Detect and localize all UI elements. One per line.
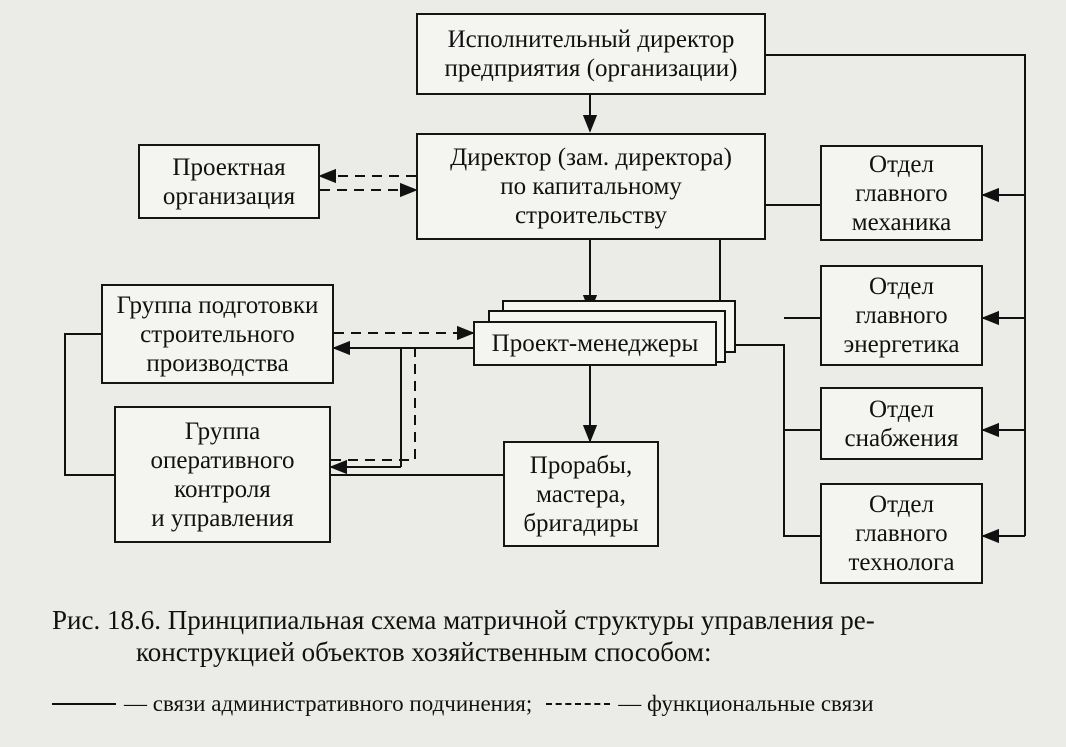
link-departments-to-pm [717, 344, 820, 537]
link-control-dashed [331, 343, 416, 461]
design-organization-label: Проектная организация [162, 153, 296, 210]
chief-mechanic-label: Отдел главного механика [851, 150, 952, 236]
box-supply: Отдел снабжения [820, 387, 983, 460]
control-group-label: Группа оперативного контроля и управлени… [150, 417, 295, 532]
caption-line-2: конструкцией объектов хозяйственным спос… [136, 637, 712, 667]
chief-energy-label: Отдел главного энергетика [843, 273, 960, 358]
foremen-label: Прорабы, мастера, бригадиры [523, 451, 639, 537]
box-preparation-group: Группа подготовки строительного производ… [101, 284, 334, 384]
box-foremen: Прорабы, мастера, бригадиры [503, 441, 659, 547]
legend: — связи административного подчинения; — … [52, 690, 1042, 718]
capital-director-label: Директор (зам. директора) по капитальном… [450, 144, 732, 229]
box-design-organization: Проектная организация [138, 144, 320, 219]
supply-label: Отдел снабжения [844, 395, 959, 452]
solid-line-legend-icon [52, 703, 116, 705]
box-capital-director: Директор (зам. директора) по капитальном… [416, 133, 766, 240]
link-left-bus [64, 333, 114, 476]
dashed-line-legend-icon [546, 703, 611, 705]
box-project-managers: Проект-менеджеры [473, 321, 717, 366]
box-chief-mechanic: Отдел главного механика [820, 145, 983, 241]
preparation-group-label: Группа подготовки строительного производ… [116, 291, 319, 377]
link-executive-to-departments [766, 54, 1026, 536]
box-control-group: Группа оперативного контроля и управлени… [114, 406, 331, 543]
legend-solid-text: — связи административного подчинения; [124, 691, 533, 716]
executive-director-label: Исполнительный директор предприятия (орг… [444, 26, 738, 82]
caption-line-1: Рис. 18.6. Принципиальная схема матрично… [52, 605, 875, 635]
project-managers-label: Проект-менеджеры [491, 330, 699, 357]
legend-dashed-text: — функциональные связи [618, 691, 874, 716]
chief-technologist-label: Отдел главного технолога [848, 491, 955, 576]
figure-caption: Рис. 18.6. Принципиальная схема матрично… [52, 604, 1032, 668]
box-chief-technologist: Отдел главного технолога [820, 483, 983, 584]
box-executive-director: Исполнительный директор предприятия (орг… [416, 13, 766, 95]
box-chief-energy: Отдел главного энергетика [820, 265, 983, 366]
